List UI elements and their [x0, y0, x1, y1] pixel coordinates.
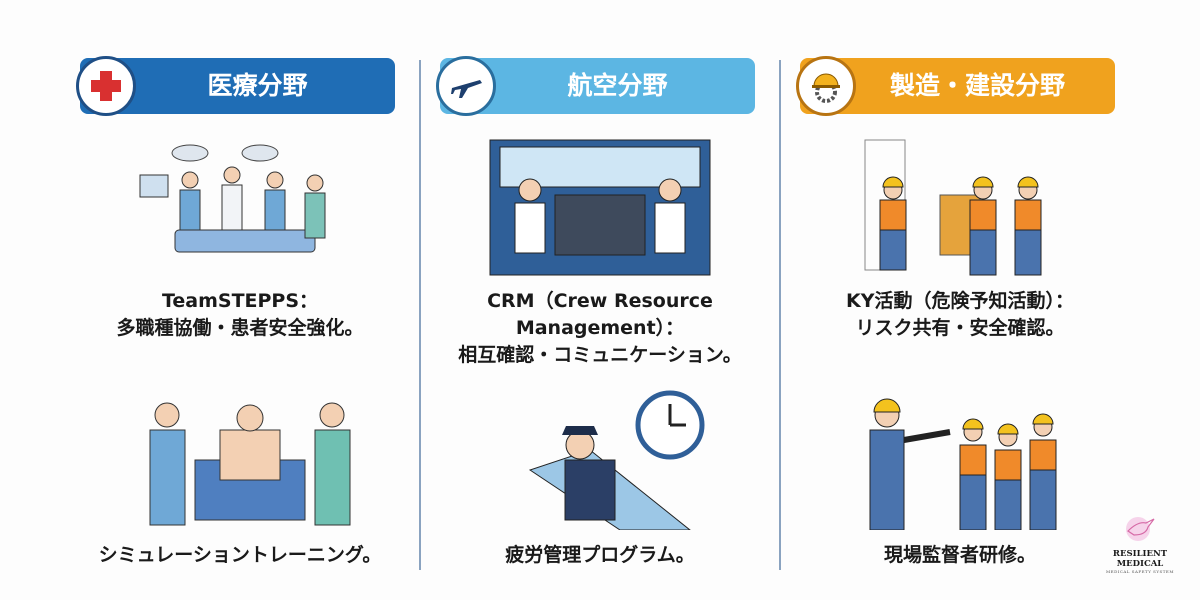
header-title: 製造・建設分野 — [889, 71, 1065, 100]
airplane-icon — [436, 56, 496, 116]
column-divider — [419, 60, 421, 570]
caption-teamstepps: TeamSTEPPS： 多職種協働・患者安全強化。 — [60, 288, 420, 342]
caption-line: シミュレーショントレーニング。 — [98, 544, 382, 566]
header-medical: 医療分野 — [76, 56, 395, 116]
simulation-training-illustration — [149, 402, 351, 526]
header-aviation: 航空分野 — [436, 56, 755, 116]
caption-line: 疲労管理プログラム。 — [505, 544, 695, 566]
cockpit-pilots-illustration — [489, 139, 711, 276]
supervisor-training-illustration — [869, 398, 1057, 530]
column-aviation: 航空分野 CRM（Crew Resource Management）： 相互確認… — [420, 0, 780, 600]
column-construction: 製造・建設分野 KY活動（危険予知活動）： リスク共有・安全確認。 現場監督者研… — [780, 0, 1140, 600]
caption-line: 多職種協働・患者安全強化。 — [116, 317, 364, 339]
dove-logo-icon — [1126, 517, 1155, 541]
caption-line: CRM（Crew Resource — [487, 290, 713, 312]
caption-crm: CRM（Crew Resource Management）： 相互確認・コミュニ… — [420, 288, 780, 369]
surgical-team-illustration — [139, 144, 326, 253]
caption-line: 現場監督者研修。 — [883, 544, 1036, 566]
logo-name: RESILIENT MEDICAL — [1112, 549, 1168, 569]
caption-simulation: シミュレーショントレーニング。 — [60, 542, 420, 569]
resilient-medical-logo: RESILIENT MEDICAL MEDICAL SAFETY SYSTEM — [1090, 515, 1190, 574]
medical-cross-icon — [76, 56, 136, 116]
column-divider — [779, 60, 781, 570]
resting-pilot-clock-illustration — [528, 390, 705, 530]
caption-line: KY活動（危険予知活動）： — [846, 290, 1074, 312]
header-title: 航空分野 — [567, 71, 668, 100]
caption-line: リスク共有・安全確認。 — [855, 317, 1065, 339]
caption-line: TeamSTEPPS： — [161, 290, 319, 312]
column-medical: 医療分野 TeamSTEPPS： 多職種協働・患者安全強化。 シミュレーショント… — [60, 0, 420, 600]
caption-line: 相互確認・コミュニケーション。 — [458, 344, 742, 366]
ky-activity-workers-illustration — [864, 139, 1042, 276]
header-construction: 製造・建設分野 — [796, 56, 1115, 116]
caption-supervisor-training: 現場監督者研修。 — [780, 542, 1140, 569]
caption-fatigue: 疲労管理プログラム。 — [420, 542, 780, 569]
header-title: 医療分野 — [207, 71, 308, 100]
caption-line: Management）： — [515, 317, 685, 339]
caption-ky-activity: KY活動（危険予知活動）： リスク共有・安全確認。 — [780, 288, 1140, 342]
hardhat-gear-icon — [796, 56, 856, 116]
logo-tagline: MEDICAL SAFETY SYSTEM — [1106, 569, 1174, 574]
